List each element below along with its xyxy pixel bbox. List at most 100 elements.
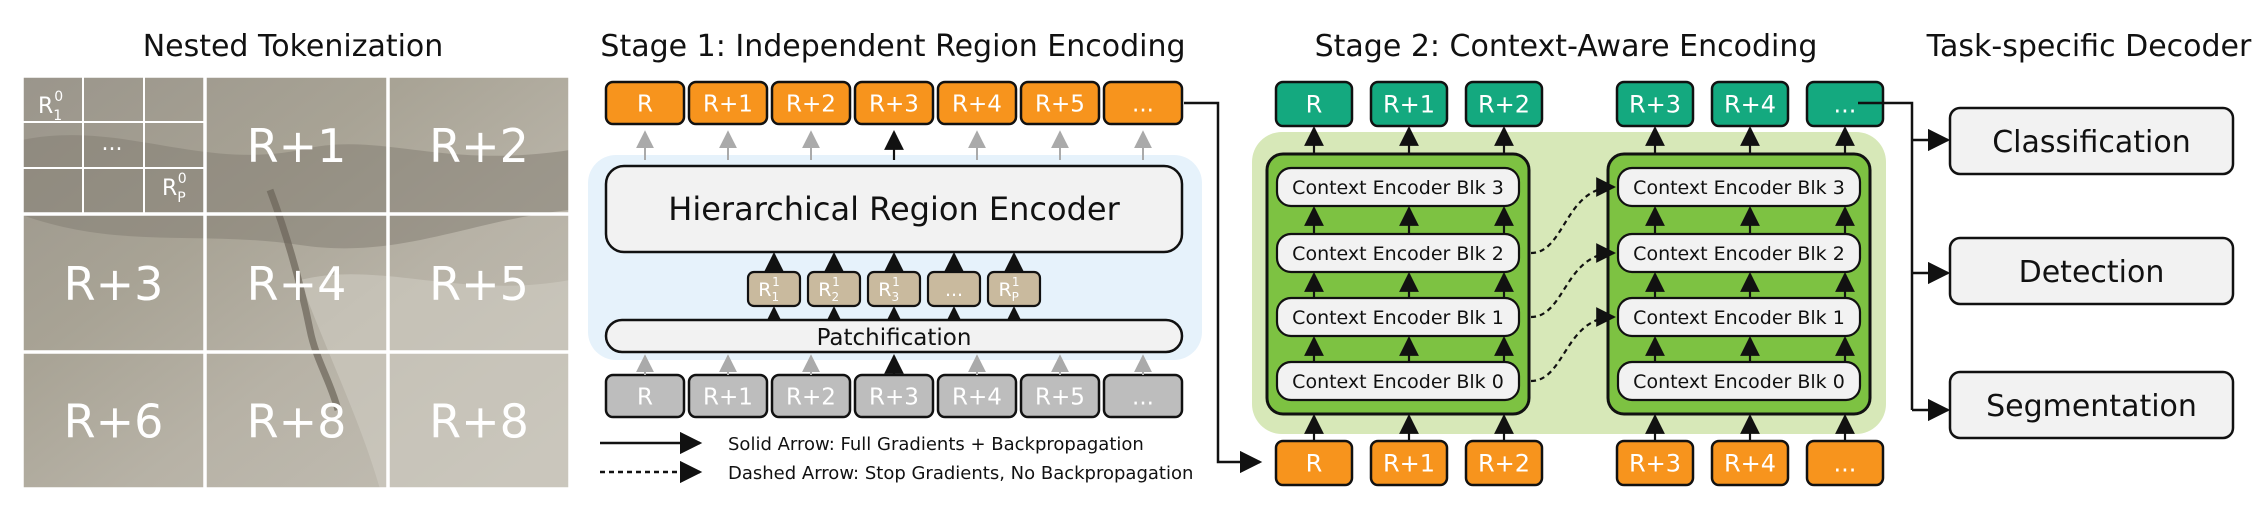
stage1-output-token: R+3 [853,80,935,126]
patch-token-label: R31 [878,275,899,304]
stage2-right-stack: Context Encoder Blk 3 Context Encoder Blk… [1606,126,1872,441]
stage2-right-input-token-box [1805,439,1885,487]
stage1-output-token-box [687,80,769,126]
patch-token: RP1 [986,270,1042,308]
context-encoder-block-label: Context Encoder Blk 0 [1292,371,1504,393]
decoder-task-label: Segmentation [1986,389,2197,424]
stage1-title: Stage 1: Independent Region Encoding [600,29,1185,64]
decoder-task-frame [1948,236,2235,306]
grid-cell-label: R+8 [429,395,529,449]
stage1-output-token: R [604,80,686,126]
grid-lines [20,74,572,491]
stage1-output-token-label: ... [1132,91,1154,117]
hierarchical-encoder-label: Hierarchical Region Encoder [668,190,1120,228]
patchification-label: Patchification [817,325,972,351]
stage1-input-token: R+2 [770,373,852,419]
stage1-input-token-label: R+5 [1035,384,1085,410]
patchification-box [604,318,1184,354]
stage2-left-output-token-box [1274,80,1354,128]
stage2-right-output-token-box [1710,80,1790,128]
stage2-right-input-token: R+4 [1710,439,1790,487]
nested-tokenization-title: Nested Tokenization [143,29,444,64]
context-encoder-block-label: Context Encoder Blk 3 [1633,177,1845,199]
stage2-right-output-token: R+3 [1615,80,1695,128]
stage1-input-arrows [636,354,1152,375]
context-encoder-block-label: Context Encoder Blk 0 [1633,371,1845,393]
stage1-output-token-label: R+3 [869,91,919,117]
decoder-task-box: Segmentation [1948,370,2235,440]
stage1-input-token: R+5 [1019,373,1101,419]
stage2-right-input-token-label: ... [1834,450,1857,478]
context-encoder-block [1275,296,1521,338]
grid-cell-label: R+2 [429,119,529,173]
stage1-output-token-label: R [637,91,653,117]
decoder-task-frame [1948,106,2235,176]
context-encoder-block-label: Context Encoder Blk 3 [1292,177,1504,199]
patch-token: ... [926,270,982,308]
context-encoder-block [1616,360,1862,402]
stage1-input-token-label: R+2 [786,384,836,410]
stage2-left-output-token-box [1369,80,1449,128]
stage2-input-tokens: R R+1 R+2 R+3 R+4... [1274,439,1885,487]
context-encoder-block-label: Context Encoder Blk 1 [1633,307,1845,329]
grid-cell-label: R+4 [247,257,347,311]
grid-cell-label: R+3 [64,257,164,311]
stage1-output-arrows [636,130,1152,160]
stop-gradient-arrow [1530,243,1616,319]
stage2-left-output-token: R+1 [1369,80,1449,128]
stage1-output-token-box [936,80,1018,126]
stage2-left-input-token-box [1369,439,1449,487]
stage2-left-output-token-label: R [1306,91,1323,119]
stage2-left-output-token-box [1464,80,1544,128]
stage1-input-token: R [604,373,686,419]
stage2-left-input-token-box [1274,439,1354,487]
grid-cell-label: R+6 [64,395,164,449]
sub-grid [22,76,205,214]
patch-token-label: R21 [818,275,839,304]
decoder-task-box: Detection [1948,236,2235,306]
patch-token-label: ... [945,279,963,301]
stage2-right-input-token-label: R+3 [1629,450,1681,478]
stage2-left-input-token-label: R+1 [1383,450,1435,478]
grid-cell-label: R+1 [247,119,347,173]
decoder-task-label: Classification [1992,125,2191,160]
rock-shadow [22,135,570,249]
stage2-right-output-token-label: R+3 [1629,91,1681,119]
stage2-left-stack: Context Encoder Blk 3 Context Encoder Blk… [1265,126,1531,441]
stage2-left-input-token-box [1464,439,1544,487]
legend-solid-text: Solid Arrow: Full Gradients + Backpropag… [728,434,1144,455]
stage2-left-input-token: R+2 [1464,439,1544,487]
stop-gradient-arrow [1530,307,1616,383]
stage1-output-token-label: R+5 [1035,91,1085,117]
stage2-left-output-token-label: R+1 [1383,91,1435,119]
stage2-right-input-token-box [1615,439,1695,487]
stage2-right-input-token-label: R+4 [1724,450,1776,478]
sub-token-middle: ... [102,131,123,156]
context-encoder-block [1275,232,1521,274]
stage2-right-input-token: R+3 [1615,439,1695,487]
stage1-output-token: R+2 [770,80,852,126]
grid-cell-label: R+5 [429,257,529,311]
connector-trunk [1858,101,1914,410]
stage1-output-token-label: R+4 [952,91,1002,117]
stage2-title: Stage 2: Context-Aware Encoding [1315,29,1818,64]
stage2-right-output-token-label: ... [1834,91,1857,119]
decoder-task-label: Detection [2019,255,2165,290]
sub-token-last: RP0 [162,171,187,206]
decoder-connectors [1858,101,1951,422]
patch-token-label: R11 [758,275,779,304]
context-encoder-block [1616,296,1862,338]
patch-token: R31 [866,270,922,308]
stage2-left-input-token-label: R [1306,450,1323,478]
stage1-input-token: R+1 [687,373,769,419]
stage1-to-stage2-arrow [1184,101,1263,474]
context-encoder-block [1275,360,1521,402]
